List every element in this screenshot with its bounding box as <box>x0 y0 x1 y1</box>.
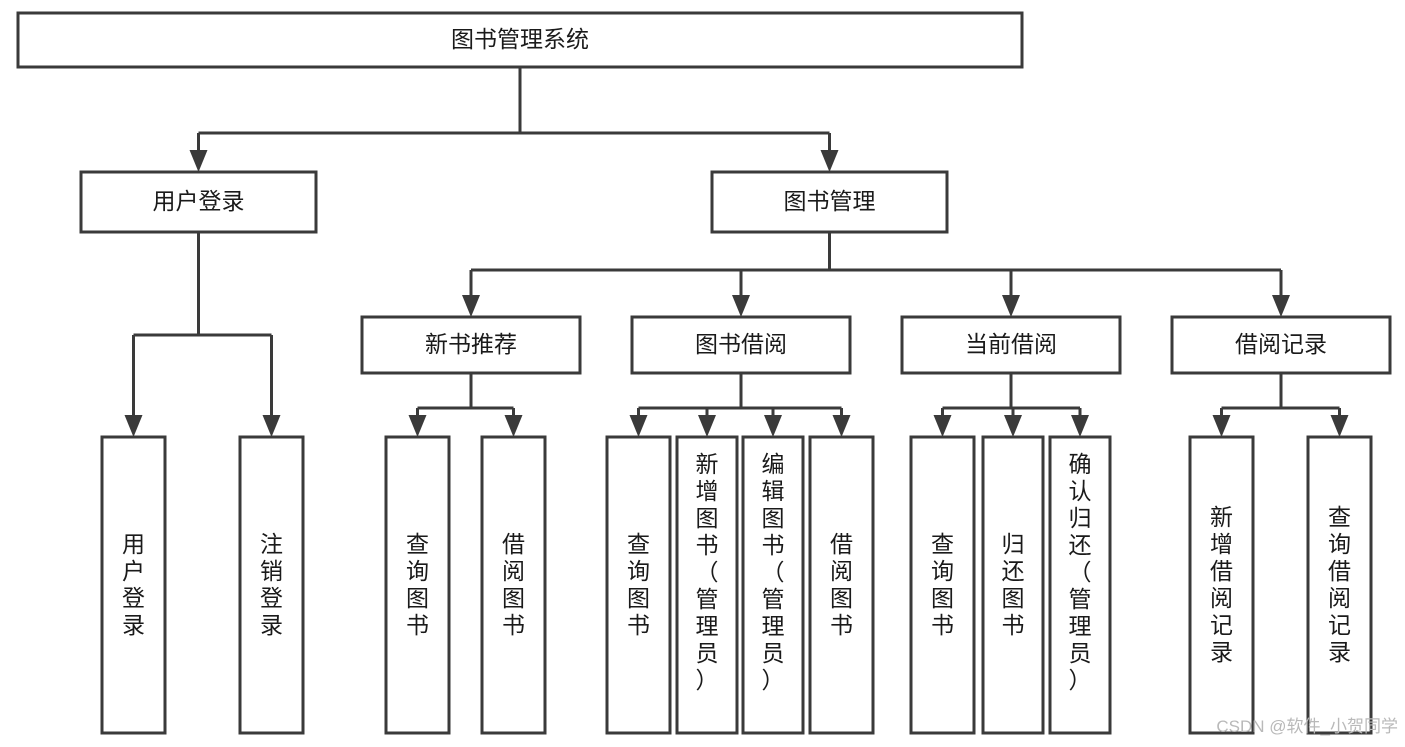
csdn-watermark: CSDN @软件_小贺同学 <box>1216 717 1398 736</box>
arrow-userlogin-1 <box>262 415 281 437</box>
node-leaf-borrow-book-rec[interactable]: 借阅图书 <box>480 435 547 735</box>
node-label-leaf-query-book-cur: 查询图书 <box>931 531 954 638</box>
node-leaf-user-login[interactable]: 用户登录 <box>100 435 167 735</box>
node-box-borrow-record <box>1170 315 1392 375</box>
arrow-book-borrow-1 <box>698 415 716 437</box>
node-label-borrow-record: 借阅记录 <box>1235 331 1327 357</box>
node-box-leaf-user-login <box>100 435 167 735</box>
arrow-book-borrow-3 <box>832 415 851 437</box>
arrow-book-borrow-0 <box>629 415 648 437</box>
arrow-book-borrow-2 <box>764 415 782 437</box>
node-user-login[interactable]: 用户登录 <box>79 170 318 234</box>
node-label-user-login: 用户登录 <box>153 188 245 214</box>
arrow-borrow-record-0 <box>1212 415 1231 437</box>
node-box-leaf-confirm-return <box>1048 435 1112 735</box>
arrow-current-borrow-1 <box>1004 415 1022 437</box>
node-label-leaf-edit-book: 编辑图书（管理员） <box>762 451 785 693</box>
node-borrow-record[interactable]: 借阅记录 <box>1170 315 1392 375</box>
node-box-leaf-borrow-book-rec <box>480 435 547 735</box>
node-box-leaf-query-record <box>1306 435 1373 735</box>
node-leaf-borrow-book[interactable]: 借阅图书 <box>808 435 875 735</box>
node-book-borrow[interactable]: 图书借阅 <box>630 315 852 375</box>
node-root[interactable]: 图书管理系统 <box>16 11 1024 69</box>
node-current-borrow[interactable]: 当前借阅 <box>900 315 1122 375</box>
node-leaf-add-book[interactable]: 新增图书（管理员） <box>675 435 739 735</box>
node-box-current-borrow <box>900 315 1122 375</box>
arrow-new-book-recommend-0 <box>408 415 427 437</box>
node-label-leaf-borrow-book: 借阅图书 <box>830 531 853 638</box>
node-leaf-confirm-return[interactable]: 确认归还（管理员） <box>1048 435 1112 735</box>
node-box-new-book-recommend <box>360 315 582 375</box>
node-box-leaf-return-book <box>981 435 1045 735</box>
node-leaf-logout[interactable]: 注销登录 <box>238 435 305 735</box>
arrow-userlogin-0 <box>124 415 143 437</box>
arrow-root-0 <box>189 150 208 172</box>
node-box-leaf-query-book-borrow <box>605 435 672 735</box>
node-box-user-login <box>79 170 318 234</box>
node-leaf-add-record[interactable]: 新增借阅记录 <box>1188 435 1255 735</box>
node-leaf-query-book-borrow[interactable]: 查询图书 <box>605 435 672 735</box>
node-box-leaf-borrow-book <box>808 435 875 735</box>
node-label-leaf-logout: 注销登录 <box>260 531 283 638</box>
arrow-bookmanage-0 <box>462 295 480 317</box>
node-label-book-borrow: 图书借阅 <box>695 331 787 357</box>
arrow-current-borrow-2 <box>1071 415 1089 437</box>
arrow-bookmanage-2 <box>1002 295 1020 317</box>
node-box-leaf-query-book-rec <box>384 435 451 735</box>
arrow-new-book-recommend-1 <box>504 415 523 437</box>
node-box-leaf-logout <box>238 435 305 735</box>
node-leaf-return-book[interactable]: 归还图书 <box>981 435 1045 735</box>
node-label-leaf-user-login: 用户登录 <box>122 531 145 638</box>
node-label-root: 图书管理系统 <box>451 26 589 52</box>
node-box-leaf-add-record <box>1188 435 1255 735</box>
node-label-leaf-borrow-book-rec: 借阅图书 <box>502 531 525 638</box>
diagram-nodes: 图书管理系统用户登录图书管理新书推荐图书借阅当前借阅借阅记录用户登录注销登录查询… <box>16 11 1392 735</box>
node-box-leaf-add-book <box>675 435 739 735</box>
node-label-new-book-recommend: 新书推荐 <box>425 331 517 357</box>
node-label-book-manage: 图书管理 <box>784 188 876 214</box>
node-box-book-borrow <box>630 315 852 375</box>
node-label-leaf-query-record: 查询借阅记录 <box>1328 504 1351 665</box>
node-label-leaf-add-book: 新增图书（管理员） <box>696 451 719 693</box>
node-box-leaf-query-book-cur <box>909 435 976 735</box>
node-label-leaf-add-record: 新增借阅记录 <box>1210 504 1233 665</box>
node-leaf-query-book-rec[interactable]: 查询图书 <box>384 435 451 735</box>
arrow-bookmanage-1 <box>732 295 750 317</box>
connector-lines <box>124 67 1349 437</box>
node-new-book-recommend[interactable]: 新书推荐 <box>360 315 582 375</box>
arrow-borrow-record-1 <box>1330 415 1349 437</box>
arrow-bookmanage-3 <box>1272 295 1290 317</box>
node-label-leaf-query-book-borrow: 查询图书 <box>627 531 650 638</box>
node-label-leaf-confirm-return: 确认归还（管理员） <box>1069 451 1092 693</box>
node-label-leaf-query-book-rec: 查询图书 <box>406 531 429 638</box>
node-box-root <box>16 11 1024 69</box>
node-leaf-query-record[interactable]: 查询借阅记录 <box>1306 435 1373 735</box>
arrow-current-borrow-0 <box>933 415 952 437</box>
node-label-current-borrow: 当前借阅 <box>965 331 1057 357</box>
node-leaf-edit-book[interactable]: 编辑图书（管理员） <box>741 435 805 735</box>
node-box-book-manage <box>710 170 949 234</box>
arrow-root-1 <box>820 150 839 172</box>
node-book-manage[interactable]: 图书管理 <box>710 170 949 234</box>
node-label-leaf-return-book: 归还图书 <box>1002 531 1025 638</box>
node-leaf-query-book-cur[interactable]: 查询图书 <box>909 435 976 735</box>
node-box-leaf-edit-book <box>741 435 805 735</box>
